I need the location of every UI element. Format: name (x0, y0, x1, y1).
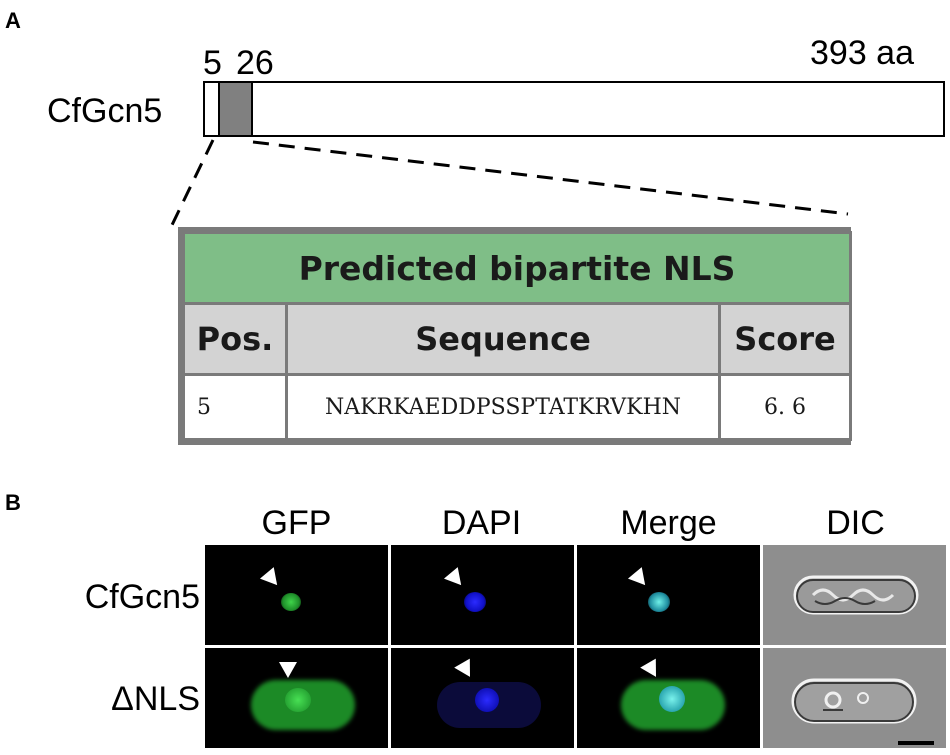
micrograph-cfgcn5-gfp (205, 545, 388, 645)
cell-score: 6. 6 (721, 376, 850, 438)
panel-a-label: A (5, 8, 21, 33)
dic-cell-shape (791, 678, 917, 724)
protein-name-label: CfGcn5 (47, 92, 163, 130)
micrograph-delta-nls-dic (763, 648, 946, 748)
column-label-dic: DIC (826, 504, 885, 542)
protein-domain-bar (203, 81, 945, 137)
nls-end-position: 26 (236, 44, 274, 82)
row-label-delta-nls: ΔNLS (111, 680, 200, 718)
gfp-signal (285, 688, 311, 712)
gfp-signal (281, 593, 301, 611)
arrowhead-icon (443, 567, 469, 591)
micrograph-cfgcn5-dic (763, 545, 946, 645)
column-label-merge: Merge (620, 504, 717, 542)
arrowhead-icon (640, 658, 664, 682)
dapi-signal (475, 688, 499, 712)
dic-cell-shape (793, 575, 919, 615)
zoom-line-left (170, 139, 215, 226)
micrograph-cfgcn5-dapi (391, 545, 574, 645)
micrograph-cfgcn5-merge (577, 545, 760, 645)
scale-bar (898, 741, 934, 745)
nls-prediction-table: Predicted bipartite NLS Pos. Sequence Sc… (178, 227, 853, 445)
zoom-line-right (252, 140, 849, 216)
header-score: Score (721, 305, 850, 374)
table-title: Predicted bipartite NLS (185, 234, 850, 303)
zoom-dashed-lines (170, 139, 849, 226)
micrograph-delta-nls-gfp (205, 648, 388, 748)
panel-b-label: B (5, 490, 21, 515)
row-label-cfgcn5: CfGcn5 (84, 578, 200, 616)
arrowhead-icon (259, 567, 285, 591)
micrograph-delta-nls-dapi (391, 648, 574, 748)
nls-region-box (218, 83, 253, 135)
arrowhead-icon (279, 662, 297, 678)
column-label-gfp: GFP (261, 504, 332, 542)
header-position: Pos. (185, 305, 285, 374)
merge-signal (659, 686, 685, 712)
dapi-signal (464, 592, 486, 612)
column-label-dapi: DAPI (441, 504, 522, 542)
header-sequence: Sequence (288, 305, 718, 374)
nls-start-position: 5 (203, 44, 222, 82)
arrowhead-icon (454, 658, 478, 682)
cell-position: 5 (185, 376, 285, 438)
arrowhead-icon (627, 567, 653, 591)
micrograph-delta-nls-merge (577, 648, 760, 748)
protein-length-label: 393 aa (810, 34, 914, 72)
merge-signal (648, 592, 670, 612)
cell-sequence: NAKRKAEDDPSSPTATKRVKHN (288, 376, 718, 438)
